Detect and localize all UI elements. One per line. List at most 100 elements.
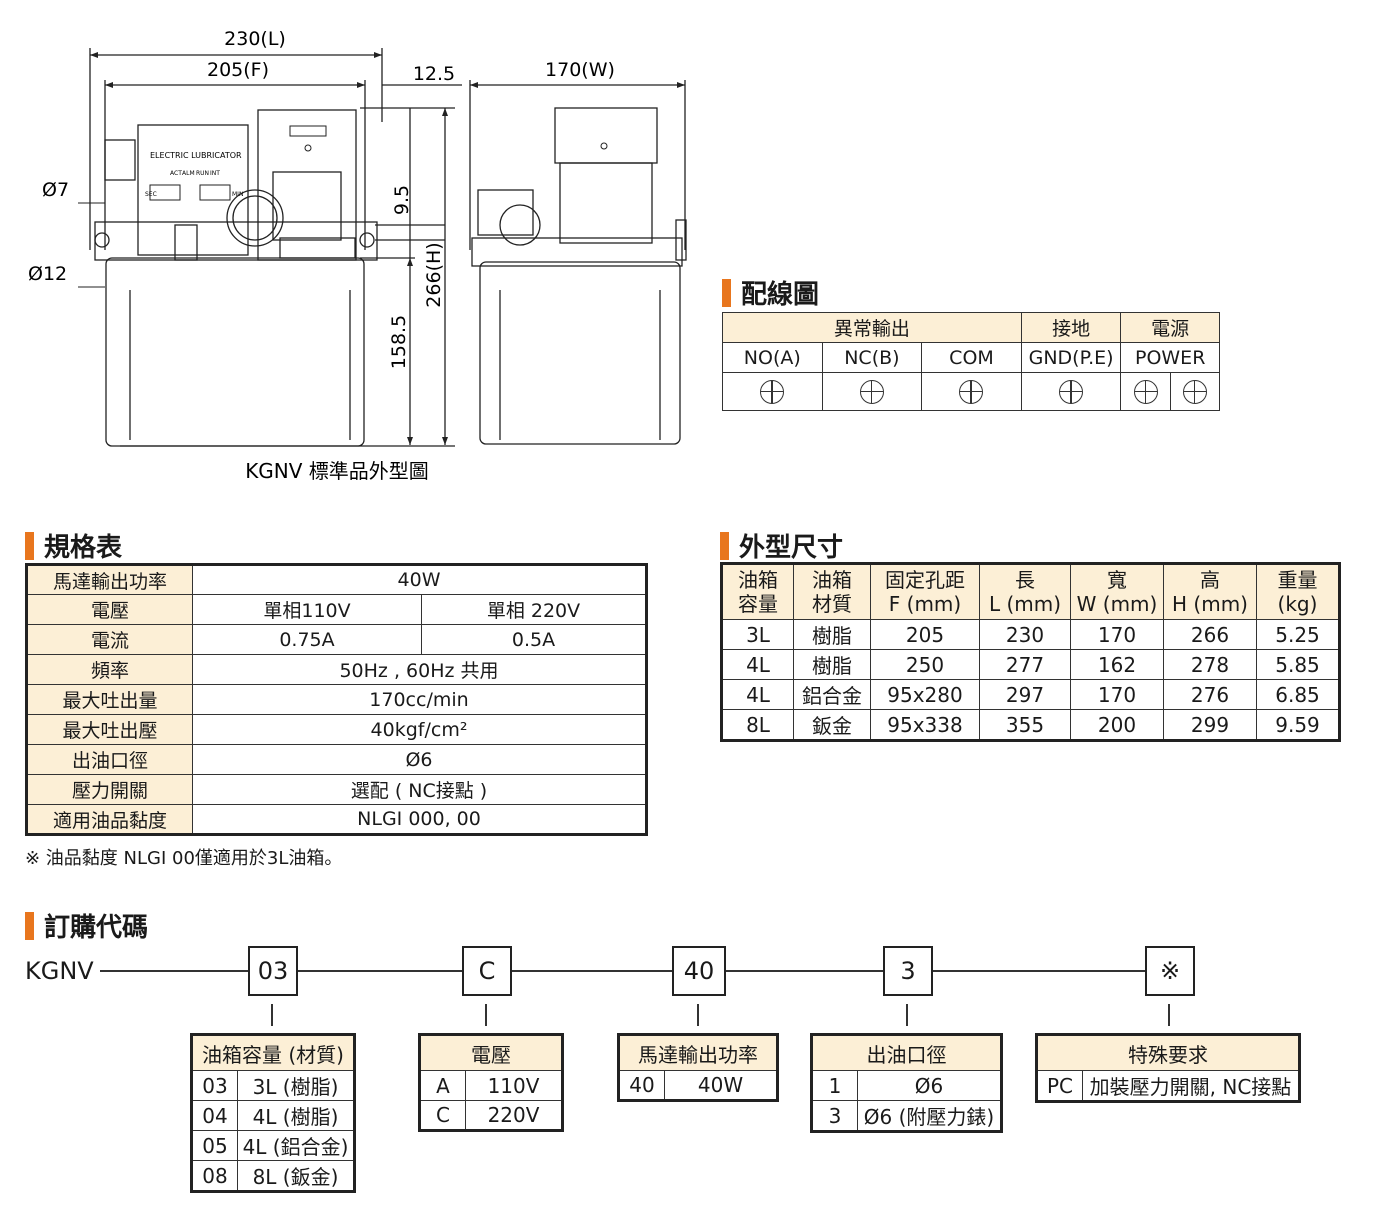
order-desc: 4L (鋁合金)	[237, 1130, 355, 1161]
panel-act: ACT	[170, 170, 182, 177]
dim-L: 230(L)	[224, 28, 286, 50]
dim-header: L (mm)	[988, 592, 1062, 616]
spec-label: 頻率	[26, 654, 193, 685]
order-table-header: 電壓	[419, 1034, 563, 1071]
dim-cell: 205	[870, 619, 980, 650]
order-code-box: 40	[672, 946, 726, 996]
order-code: C	[419, 1100, 466, 1131]
dim-cell: 4L	[721, 679, 794, 710]
dim-cell: 277	[979, 649, 1071, 680]
panel-sec: SEC	[145, 191, 157, 198]
dim-cell: 170	[1070, 679, 1164, 710]
dim-hole: Ø7	[42, 179, 69, 201]
dim-gap: 12.5	[413, 63, 455, 85]
order-code: 03	[191, 1070, 238, 1101]
spec-label: 出油口徑	[26, 744, 193, 775]
spec-label: 壓力開關	[26, 774, 193, 805]
panel-min: MIN	[232, 191, 243, 198]
dim-cell: 278	[1163, 649, 1257, 680]
wiring-col-com: COM	[921, 342, 1022, 373]
wiring-col-nc: NC(B)	[821, 342, 923, 373]
order-code: 1	[811, 1070, 858, 1101]
order-desc: 110V	[465, 1070, 563, 1101]
spec-value: 單相110V	[192, 594, 422, 625]
order-connector-line	[100, 970, 1145, 972]
spec-title-text: 規格表	[44, 533, 123, 563]
terminal-icon	[1059, 379, 1084, 404]
order-code-box: C	[462, 946, 512, 996]
wiring-title-text: 配線圖	[741, 280, 820, 310]
title-bar	[720, 531, 729, 560]
wiring-group-ground: 接地	[1020, 312, 1122, 343]
wiring-table: 異常輸出 接地 電源 NO(A) NC(B) COM GND(P.E) POWE…	[722, 312, 1221, 411]
dim-cell: 4L	[721, 649, 794, 680]
spec-note: ※ 油品黏度 NLGI 00僅適用於3L油箱。	[25, 848, 343, 869]
dim-cell: 162	[1070, 649, 1164, 680]
dim-cell: 鈑金	[793, 709, 871, 741]
wiring-col-power: POWER	[1120, 342, 1220, 373]
dim-9-5: 9.5	[391, 185, 413, 215]
terminal-icon	[1133, 379, 1158, 404]
dim-cell: 299	[1163, 709, 1257, 741]
dim-cell: 8L	[721, 709, 794, 741]
terminal-icon	[1182, 379, 1207, 404]
order-code: 3	[811, 1100, 858, 1132]
dim-header: 固定孔距	[885, 568, 965, 592]
dim-cell: 230	[979, 619, 1071, 650]
order-code-box: 3	[883, 946, 933, 996]
dim-cell: 297	[979, 679, 1071, 710]
dim-header: 材質	[812, 592, 852, 616]
spec-label: 最大吐出壓	[26, 714, 193, 745]
order-code: A	[419, 1070, 466, 1101]
spec-value: 50Hz , 60Hz 共用	[192, 654, 647, 685]
wiring-group-power: 電源	[1120, 312, 1220, 343]
terminal-icon	[760, 379, 785, 404]
terminal-icon	[959, 379, 984, 404]
order-code: 40	[618, 1070, 665, 1101]
order-desc: 220V	[465, 1100, 563, 1131]
dim-H: 266(H)	[423, 242, 445, 307]
dim-cell: 95x280	[870, 679, 980, 710]
spec-label: 電流	[26, 624, 193, 655]
spec-value: 40W	[192, 564, 647, 595]
dim-header: 油箱	[812, 568, 852, 592]
order-code: PC	[1036, 1070, 1083, 1102]
order-title-text: 訂購代碼	[44, 913, 149, 943]
spec-label: 電壓	[26, 594, 193, 625]
order-desc: Ø6	[857, 1070, 1002, 1101]
order-desc: 4L (樹脂)	[237, 1100, 355, 1131]
order-desc: 8L (鈑金)	[237, 1160, 355, 1192]
spec-value: 170cc/min	[192, 684, 647, 715]
title-bar	[722, 278, 731, 307]
dim-header: 寬	[1107, 568, 1127, 592]
dim-header: 長	[1015, 568, 1035, 592]
dim-cell: 9.59	[1256, 709, 1340, 741]
order-code-box: ※	[1145, 946, 1195, 996]
wiring-title: 配線圖	[722, 274, 819, 311]
order-prefix: KGNV	[25, 957, 94, 985]
order-desc: 40W	[664, 1070, 778, 1101]
dim-header: (kg)	[1277, 592, 1318, 616]
order-table-header: 馬達輸出功率	[618, 1034, 778, 1071]
dim-cell: 5.25	[1256, 619, 1340, 650]
dim-W: 170(W)	[545, 59, 615, 81]
dim-cell: 276	[1163, 679, 1257, 710]
order-tick	[1168, 1004, 1170, 1026]
order-code: 08	[191, 1160, 238, 1192]
order-desc: Ø6 (附壓力錶)	[857, 1100, 1002, 1132]
spec-value: 40kgf/cm²	[192, 714, 647, 745]
dimensions-title-text: 外型尺寸	[739, 533, 844, 563]
title-bar	[25, 531, 34, 560]
dim-header: 油箱	[738, 568, 778, 592]
order-tick	[697, 1004, 699, 1026]
terminal-icon	[859, 379, 884, 404]
dim-158-5: 158.5	[388, 315, 410, 369]
dim-header: 重量	[1277, 568, 1318, 592]
dim-cell: 170	[1070, 619, 1164, 650]
